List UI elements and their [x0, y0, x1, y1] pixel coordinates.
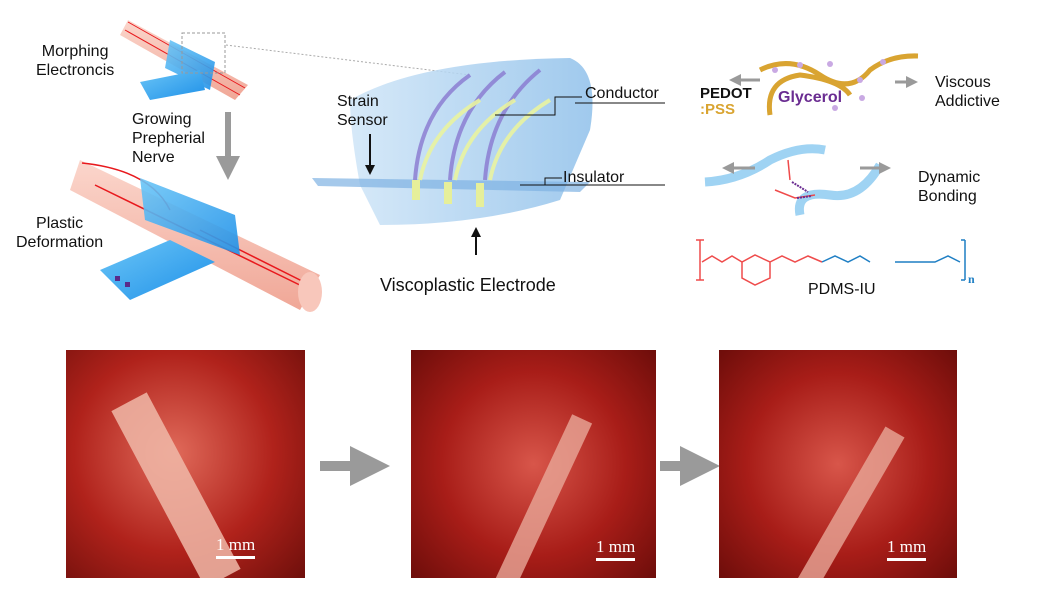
scale-bar: 1 mm — [596, 537, 636, 561]
surgical-photo-3: 1 mm — [719, 350, 957, 578]
viscoplastic-electrode-illustration — [312, 58, 665, 255]
viscoplastic-electrode-label: Viscoplastic Electrode — [380, 275, 556, 295]
scale-bar: 1 mm — [216, 535, 256, 559]
n-subscript: n — [968, 272, 975, 286]
morphing-electronics-illustration — [120, 20, 471, 100]
pdms-iu-label: PDMS-IU — [808, 281, 876, 298]
dynamic-bonding-illustration — [704, 144, 891, 216]
surgical-photo-1: 1 mm — [66, 350, 305, 578]
pedot-glycerol-illustration — [729, 53, 919, 116]
plastic-deformation-illustration — [70, 160, 322, 312]
scale-bar: 1 mm — [887, 537, 927, 561]
glycerol-label: Glycerol — [778, 89, 843, 106]
conductor-label: Conductor — [585, 85, 659, 102]
pedot-pss-label: PEDOT:PSS — [700, 85, 752, 118]
insulator-label: Insulator — [563, 169, 625, 186]
surgical-photo-2: 1 mm — [411, 350, 656, 578]
pdms-iu-structure — [696, 239, 966, 286]
